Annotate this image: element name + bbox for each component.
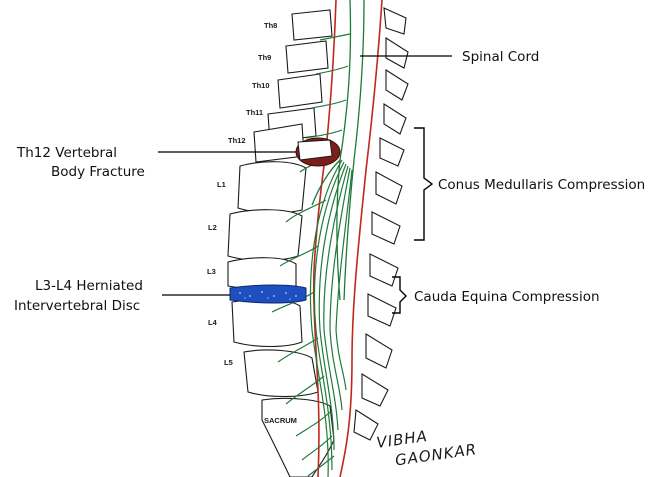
lumbar-vertebrae <box>228 162 318 397</box>
label-sacrum: SACRUM <box>264 416 297 425</box>
spinous-process <box>366 334 392 368</box>
conus-label: Conus Medullaris Compression <box>438 177 645 193</box>
vertebra-l2 <box>228 210 302 261</box>
cord-line <box>344 0 364 300</box>
herniated-disc <box>230 285 306 303</box>
label-l3: L3 <box>207 267 216 276</box>
cauda-label: Cauda Equina Compression <box>414 289 600 305</box>
spinous-process <box>376 172 402 204</box>
fracture-label-line2: Body Fracture <box>51 164 145 180</box>
fracture-label-line1: Th12 Vertebral <box>16 145 117 161</box>
spinous-process <box>386 70 408 100</box>
disc-shape <box>230 285 306 303</box>
conus-brace <box>414 128 432 240</box>
label-th12: Th12 <box>228 136 246 145</box>
label-l1: L1 <box>217 180 226 189</box>
fracture-bone-piece <box>298 140 332 160</box>
vertebra-l4 <box>232 299 302 346</box>
label-th10: Th10 <box>252 81 270 90</box>
conus-medullaris <box>312 160 340 205</box>
spinous-process <box>380 138 404 166</box>
vertebra-l1 <box>238 162 306 213</box>
spinal-cord-label: Spinal Cord <box>462 49 539 65</box>
disc-label-line2: Intervertebral Disc <box>14 298 140 314</box>
th12-fracture <box>296 138 340 166</box>
label-th11: Th11 <box>246 108 263 117</box>
spinous-process <box>384 104 406 134</box>
label-l4: L4 <box>208 318 218 327</box>
label-l2: L2 <box>208 223 217 232</box>
spinous-process <box>362 374 388 406</box>
spinous-process <box>386 38 408 68</box>
vertebra-th8 <box>292 10 332 40</box>
vertebra-l5 <box>244 350 318 397</box>
label-th8: Th8 <box>264 21 277 30</box>
spinous-process <box>372 212 400 244</box>
spinous-process <box>384 8 406 34</box>
disc-label-line1: L3-L4 Herniated <box>35 278 143 294</box>
spinous-process <box>368 294 396 326</box>
spinous-process <box>370 254 398 286</box>
label-th9: Th9 <box>258 53 271 62</box>
vertebra-th10 <box>278 74 322 108</box>
vertebra-th9 <box>286 41 328 73</box>
artist-signature: VIBHA GAONKAR <box>375 420 478 471</box>
label-l5: L5 <box>224 358 233 367</box>
dura-posterior <box>340 0 382 477</box>
spinous-process <box>354 410 378 440</box>
